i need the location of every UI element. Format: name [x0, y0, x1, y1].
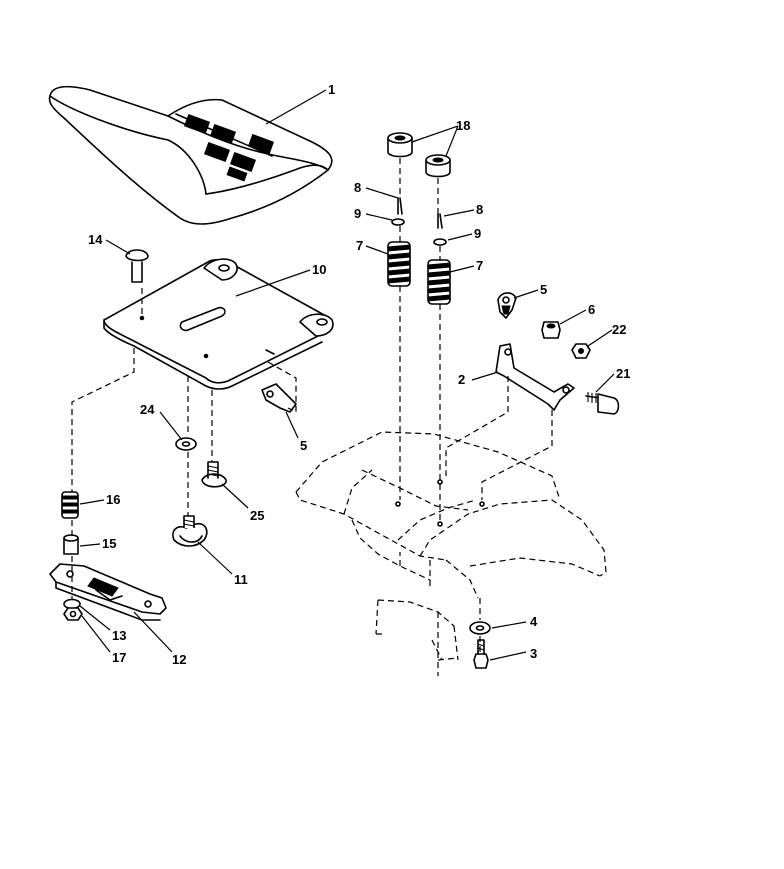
callout-7-right: 7: [476, 258, 483, 273]
washer-13: [63, 598, 81, 610]
washer-9-left: [391, 218, 405, 226]
callout-15: 15: [102, 536, 116, 551]
callouts: 1 18 8 8 9 9 7 7 5 6 22 2 21 14 10 5 24 …: [88, 82, 630, 667]
callout-11: 11: [234, 572, 248, 587]
callout-18: 18: [456, 118, 470, 133]
callout-25: 25: [250, 508, 264, 523]
nut-17: [63, 607, 83, 621]
leader-lines: [79, 89, 615, 661]
callout-8-left: 8: [354, 180, 361, 195]
bolt-3: [473, 639, 489, 669]
spring-7-left: [387, 241, 411, 287]
bumper-18-right: [425, 154, 451, 178]
callout-14: 14: [88, 232, 103, 247]
callout-5-left: 5: [300, 438, 307, 453]
bumper-18-left: [387, 132, 413, 158]
callout-16: 16: [106, 492, 120, 507]
bolt-25: [201, 461, 227, 488]
callout-21: 21: [616, 366, 630, 381]
callout-1: 1: [328, 82, 335, 97]
bracket-12: [49, 563, 167, 621]
knob-11: [172, 515, 208, 547]
fender-chassis: [295, 431, 607, 676]
lever-5-right: [497, 292, 517, 319]
callout-24: 24: [140, 402, 155, 417]
callout-6: 6: [588, 302, 595, 317]
nut-22: [571, 343, 591, 359]
spring-7-right: [427, 259, 451, 305]
cotter-8-right: [437, 213, 443, 229]
callout-9-left: 9: [354, 206, 361, 221]
seat: [48, 85, 333, 225]
bolt-14: [125, 249, 149, 283]
seat-pan: [103, 258, 334, 390]
spring-16: [61, 491, 79, 519]
spacer-15: [63, 534, 79, 555]
callout-17: 17: [112, 650, 126, 665]
washer-24: [175, 437, 197, 451]
callout-22: 22: [612, 322, 626, 337]
callout-5-right: 5: [540, 282, 547, 297]
callout-10: 10: [312, 262, 326, 277]
washer-4: [469, 621, 491, 635]
callout-9-right: 9: [474, 226, 481, 241]
assembly-lines: [71, 158, 553, 652]
callout-13: 13: [112, 628, 126, 643]
bolt-21: [585, 392, 620, 415]
callout-12: 12: [172, 652, 186, 667]
washer-9-right: [433, 238, 447, 246]
cotter-8-left: [397, 197, 403, 215]
callout-8-right: 8: [476, 202, 483, 217]
nut-6: [541, 321, 561, 339]
callout-7-left: 7: [356, 238, 363, 253]
callout-4: 4: [530, 614, 538, 629]
callout-3: 3: [530, 646, 537, 661]
lever-5-left: [261, 383, 297, 413]
callout-2: 2: [458, 372, 465, 387]
bracket-2: [495, 343, 575, 411]
